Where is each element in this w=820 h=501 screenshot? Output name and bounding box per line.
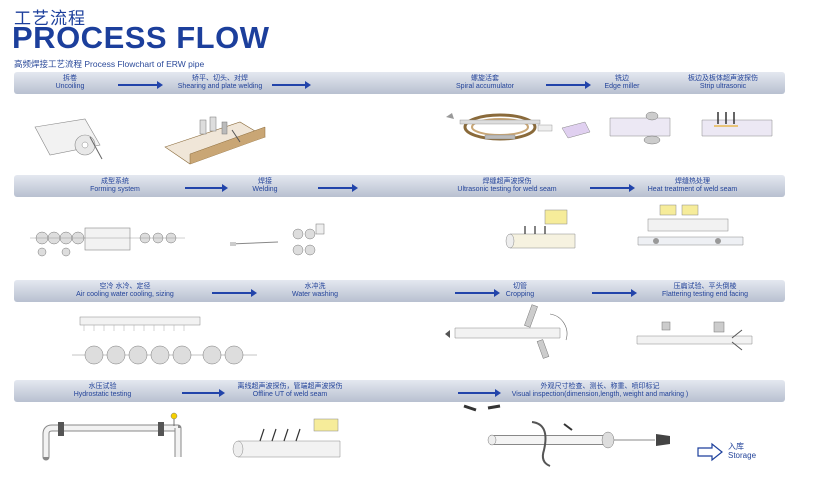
step-label-en: Visual inspection(dimension,length, weig… <box>511 391 689 398</box>
offline-ut-illustration <box>232 418 341 458</box>
flow-arrow <box>185 184 228 192</box>
page-title: PROCESS FLOW <box>12 20 270 55</box>
step-hydrostatic: 水压试验 Hydrostatic testing <box>65 383 140 399</box>
row-band-1 <box>14 72 785 94</box>
title-cn: 工艺流程 <box>14 9 86 29</box>
flow-arrow <box>455 289 500 297</box>
step-label-cn: 拆卷 <box>63 75 77 82</box>
step-label-en: Edge miller <box>604 83 640 90</box>
step-label-cn: 水压试验 <box>88 383 117 390</box>
flow-arrow <box>118 81 163 89</box>
step-label-en: Uncoiling <box>55 83 85 90</box>
step-label-cn: 焊缝超声波探伤 <box>482 178 532 185</box>
step-label-en: Heat treatment of weld seam <box>647 186 738 193</box>
flow-arrow <box>592 289 637 297</box>
step-label-cn: 板边及板体超声波探伤 <box>688 75 758 82</box>
shearing-illustration <box>164 116 266 165</box>
step-strip-ultrasonic: 板边及板体超声波探伤 Strip ultrasonic <box>678 75 768 91</box>
step-label-cn: 压扁试验、平头倒棱 <box>673 283 737 290</box>
step-label-cn: 切管 <box>513 283 527 290</box>
hydrostatic-illustration <box>42 412 182 461</box>
step-edge-miller: 铣边 Edge miller <box>592 75 652 91</box>
flow-arrow <box>590 184 635 192</box>
step-label-cn: 离线超声波探伤，管端超声波探伤 <box>237 383 343 390</box>
step-label-en: Air cooling water cooling, sizing <box>76 291 174 298</box>
step-visual-inspection: 外观尺寸检查、测长、称重、喷印标记 Visual inspection(dime… <box>500 383 700 399</box>
step-label-cn: 矫平、切头、对焊 <box>192 75 248 82</box>
step-heat-treatment: 焊缝热处理 Heat treatment of weld seam <box>640 178 745 194</box>
step-welding: 焊接 Welding <box>235 178 295 194</box>
flow-arrow <box>318 184 358 192</box>
step-label-cn: 空冷 水冷、定径 <box>99 283 151 290</box>
step-label-cn: 成型系统 <box>101 178 129 185</box>
step-label-cn: 外观尺寸检查、测长、称重、喷印标记 <box>540 383 660 390</box>
cooling-illustration <box>72 316 257 365</box>
step-air-cooling: 空冷 水冷、定径 Air cooling water cooling, sizi… <box>60 283 190 299</box>
step-label-en: Offline UT of weld seam <box>252 391 328 398</box>
storage-label-en: Storage <box>728 451 757 460</box>
uncoiling-illustration <box>34 118 103 160</box>
flow-arrow <box>182 389 225 397</box>
edge-miller-illustration <box>561 111 671 145</box>
step-label-en: Shearing and plate welding <box>177 83 263 90</box>
storage-label-cn: 入库 <box>728 442 744 451</box>
row-band-4 <box>14 380 785 402</box>
step-uncoiling: 拆卷 Uncoiling <box>40 75 100 91</box>
page-subtitle: 高频焊接工艺流程 Process Flowchart of ERW pipe <box>14 59 205 69</box>
flow-arrow <box>212 289 257 297</box>
welding-illustration <box>229 223 325 256</box>
cropping-illustration <box>445 304 568 359</box>
step-offline-ut: 离线超声波探伤，管端超声波探伤 Offline UT of weld seam <box>225 383 355 399</box>
step-ultrasonic-weld: 焊缝超声波探伤 Ultrasonic testing for weld seam <box>447 178 567 194</box>
step-flattening: 压扁试验、平头倒棱 Flattering testing end facing <box>645 283 765 299</box>
heat-treatment-illustration <box>637 204 744 246</box>
step-label-en: Water washing <box>291 291 339 298</box>
step-label-en: Cropping <box>505 291 535 298</box>
step-label-cn: 水冲洗 <box>304 283 326 290</box>
visual-inspection-illustration <box>463 404 670 467</box>
flow-arrow <box>546 81 591 89</box>
step-label-en: Hydrostatic testing <box>73 391 132 398</box>
step-label-cn: 焊接 <box>258 178 272 185</box>
step-label-cn: 螺旋活套 <box>471 75 499 82</box>
step-label-cn: 焊缝热处理 <box>675 178 710 185</box>
row-band-3 <box>14 280 785 302</box>
step-label-en: Spiral accumulator <box>456 83 514 90</box>
spiral-accumulator-illustration <box>446 113 553 141</box>
step-forming-system: 成型系统 Forming system <box>75 178 155 194</box>
storage-arrow-icon <box>697 442 723 462</box>
strip-ultrasonic-illustration <box>701 112 773 137</box>
step-spiral-accumulator: 螺旋活套 Spiral accumulator <box>440 75 530 91</box>
step-label-en: Welding <box>252 186 278 193</box>
step-water-washing: 水冲洗 Water washing <box>280 283 350 299</box>
step-label-en: Flattering testing end facing <box>662 291 748 298</box>
step-cropping: 切管 Cropping <box>500 283 540 299</box>
forming-illustration <box>30 227 185 257</box>
step-label-en: Strip ultrasonic <box>699 83 747 90</box>
step-label-en: Ultrasonic testing for weld seam <box>457 186 557 193</box>
flow-arrow <box>272 81 311 89</box>
row-band-2 <box>14 175 785 197</box>
step-shearing: 矫平、切头、对焊 Shearing and plate welding <box>160 75 280 91</box>
step-label-en: Forming system <box>90 186 140 193</box>
flattening-illustration <box>636 321 753 351</box>
flow-arrow <box>458 389 501 397</box>
step-label-cn: 铣边 <box>615 75 629 82</box>
ultrasonic-weld-illustration <box>505 209 576 249</box>
